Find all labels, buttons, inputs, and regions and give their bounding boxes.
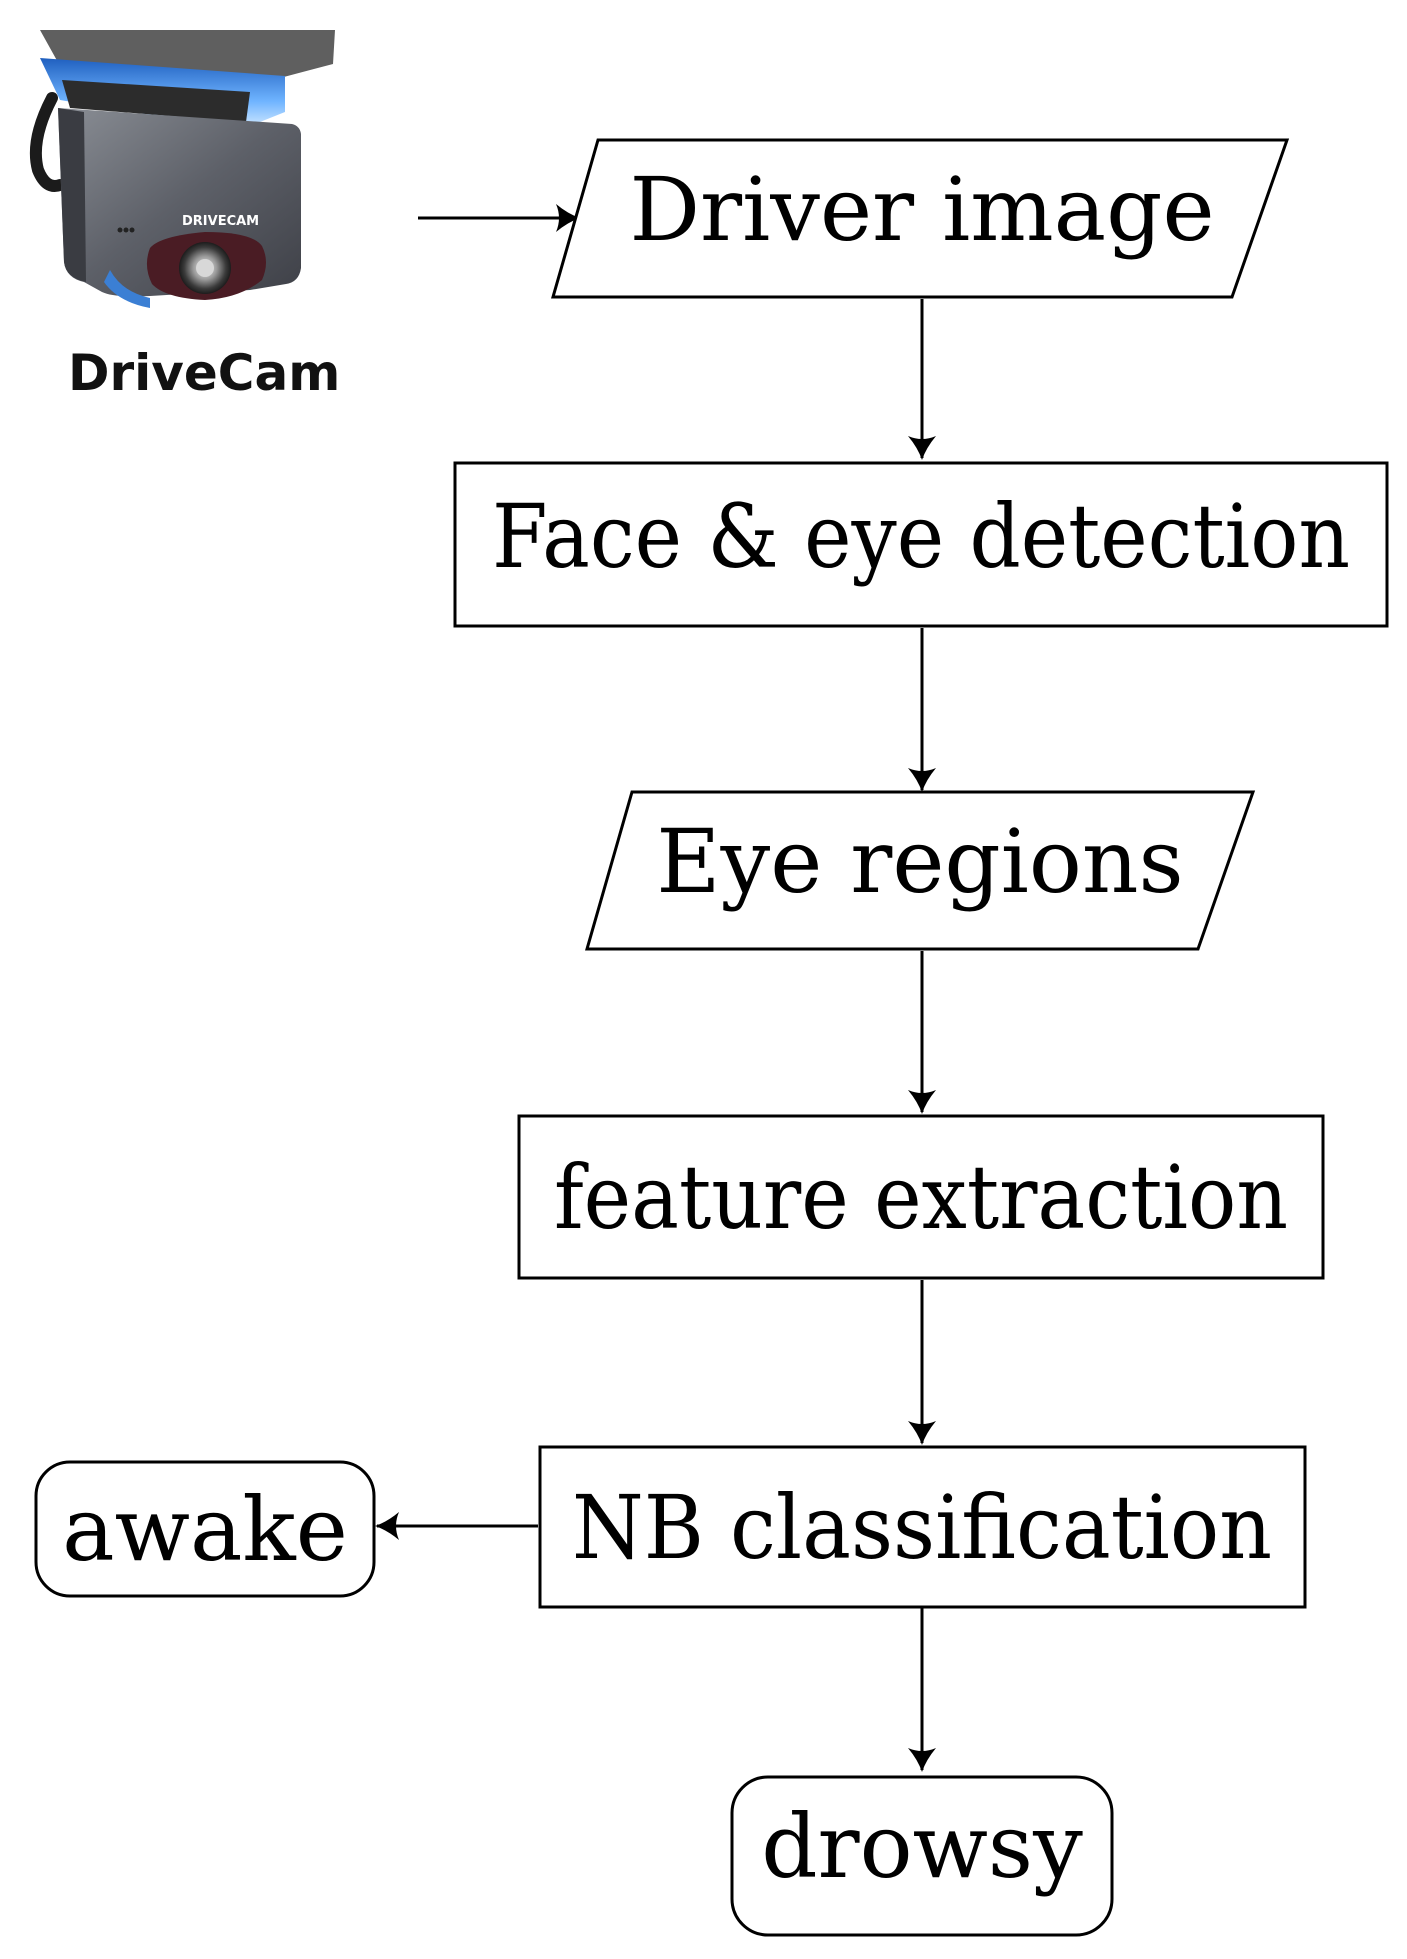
arrows bbox=[375, 204, 936, 1772]
drowsy-label: drowsy bbox=[761, 1795, 1083, 1898]
eye-regions-label: Eye regions bbox=[656, 810, 1183, 913]
awake-label: awake bbox=[62, 1478, 348, 1581]
face-eye-detection-label: Face & eye detection bbox=[492, 485, 1350, 588]
arrowhead-camera bbox=[556, 204, 580, 232]
node-feature-extraction: feature extraction bbox=[517, 1114, 1325, 1280]
node-driver-image: Driver image bbox=[551, 138, 1290, 299]
node-drowsy: drowsy bbox=[730, 1775, 1114, 1937]
node-eye-regions: Eye regions bbox=[585, 790, 1256, 951]
camera-brand-text: DRIVECAM bbox=[182, 214, 259, 229]
drivecam-camera-image: DRIVECAM bbox=[29, 30, 335, 308]
feature-extraction-label: feature extraction bbox=[554, 1146, 1288, 1249]
node-nb-classification: NB classification bbox=[538, 1445, 1307, 1609]
node-awake: awake bbox=[34, 1460, 376, 1598]
nb-classification-label: NB classification bbox=[572, 1476, 1272, 1579]
drivecam-label: DriveCam bbox=[68, 344, 340, 402]
node-face-eye-detection: Face & eye detection bbox=[453, 461, 1389, 628]
driver-image-label: Driver image bbox=[629, 158, 1214, 261]
